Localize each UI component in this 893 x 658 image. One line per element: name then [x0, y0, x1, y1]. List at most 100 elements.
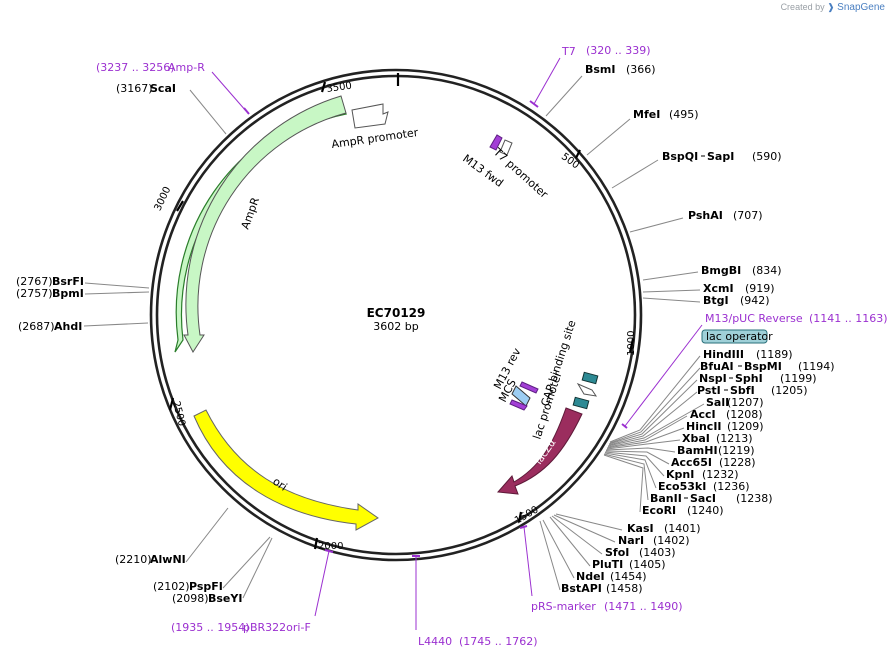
site-pos: (2102) [153, 580, 190, 593]
site-pos: (366) [626, 63, 656, 76]
site-name-2: SapI [707, 150, 734, 163]
site-pos: (1458) [606, 582, 643, 595]
ahdi-leader [83, 322, 149, 327]
site-name: BanII [650, 492, 682, 505]
site-pos: (1199) [780, 372, 817, 385]
site-pos: (1240) [687, 504, 724, 517]
site-pos: (3167) [116, 82, 153, 95]
lac-promoter-mark [576, 382, 598, 397]
site-pos: (1402) [653, 534, 690, 547]
site-pos: (1219) [718, 444, 755, 457]
eco53ki-leader [604, 452, 657, 489]
hindiii-leader [609, 355, 701, 443]
kpni-leader [604, 451, 665, 477]
pluti-leader [549, 516, 591, 567]
m13-rev-mark-2 [509, 399, 528, 411]
tick-label-3000: 3000 [153, 185, 174, 213]
alwni-leader [185, 507, 229, 563]
site-pos: (1194) [798, 360, 835, 373]
site-name: BstAPI [561, 582, 602, 595]
site-name-2: SacI [690, 492, 716, 505]
site-pos: (1213) [716, 432, 753, 445]
site-name: EcoRI [642, 504, 676, 517]
prs-primer-mark [519, 525, 528, 529]
lac-operator-mark [572, 396, 590, 410]
tick-label-2000: 2000 [318, 541, 343, 552]
site-pos: (2210) [115, 553, 152, 566]
t7-primer-range: (320 .. 339) [586, 44, 651, 57]
m13puc-primer-range: (1141 .. 1163) [809, 312, 888, 325]
acci-leader [607, 415, 688, 448]
site-pos: (1209) [727, 420, 764, 433]
site-name: NarI [618, 534, 644, 547]
ori-arrow [193, 409, 379, 531]
tick-label-3500: 3500 [326, 81, 353, 95]
ampr-arrow [183, 95, 347, 353]
ampr-primer-range: (3237 .. 3256) [96, 61, 175, 74]
bpmi-leader [84, 291, 150, 295]
ndei-leader [542, 519, 575, 579]
mcs-site-leaders [603, 355, 705, 513]
site-name-2: BspMI [744, 360, 782, 373]
psti-leader [608, 391, 698, 446]
l4440-primer-range: (1745 .. 1762) [459, 635, 538, 648]
pbr-leader [314, 550, 330, 617]
primer-labels: T7 (320 .. 339) (3237 .. 3256) Amp-R M13… [96, 44, 888, 648]
sfoi-leader [551, 515, 603, 555]
bseyi-leader [242, 537, 273, 599]
plasmid-name: EC70129 [367, 306, 426, 320]
site-name: HindIII [703, 348, 744, 361]
ampr-leader [211, 71, 247, 112]
site-pos: (834) [752, 264, 782, 277]
site-pos: (707) [733, 209, 763, 222]
pshai-leader [629, 217, 684, 233]
site-pos: (2098) [172, 592, 209, 605]
plasmid-length: 3602 bp [373, 320, 418, 333]
site-pos: (1207) [727, 396, 764, 409]
site-pos: (2687) [18, 320, 55, 333]
bamhi-leader [605, 447, 676, 453]
cap-site-mark [581, 371, 599, 385]
site-name: BspQI [662, 150, 698, 163]
site-name: BfuAI [700, 360, 734, 373]
site-name: BpmI [52, 287, 84, 300]
site-pos: (1454) [610, 570, 647, 583]
site-name: Eco53kI [658, 480, 706, 493]
tick-label-1000: 1000 [626, 331, 637, 356]
site-pos: (1238) [736, 492, 773, 505]
site-name: NdeI [576, 570, 605, 583]
site-name: AlwNI [150, 553, 186, 566]
site-name: PspFI [189, 580, 223, 593]
ampr-promoter-arrow [351, 103, 389, 129]
site-name-2: SbfI [730, 384, 755, 397]
lac-operator-label: lac operator [706, 330, 773, 343]
bspqi-leader [611, 159, 659, 189]
site-name: SalI [706, 396, 729, 409]
bstapi-leader [539, 520, 561, 591]
prs-leader [523, 526, 533, 597]
m13puc-leader [624, 324, 703, 427]
sali-leader [607, 403, 705, 447]
sites-right: BsmI (366) MfeI (495) BspQI SapI (590) P… [585, 63, 782, 307]
site-name-dashes [684, 155, 742, 499]
site-pos: (942) [740, 294, 770, 307]
primer-leaders [211, 57, 703, 630]
pbr-primer-range: (1935 .. 1954) [171, 621, 250, 634]
prs-primer-range: (1471 .. 1490) [604, 600, 683, 613]
pspfi-leader [222, 536, 271, 589]
site-pos: (1205) [771, 384, 808, 397]
bmgbi-leader [642, 271, 699, 281]
lacz-arrow [496, 407, 583, 495]
backbone-inner [155, 74, 637, 556]
nspi-leader [608, 379, 698, 445]
mfei-leader [586, 118, 631, 156]
ampr-label: AmpR [239, 195, 263, 231]
xcmi-leader [642, 289, 701, 293]
m13puc-primer-name: M13/pUC Reverse [705, 312, 803, 325]
tick-2500 [168, 397, 175, 411]
site-name: PluTI [592, 558, 623, 571]
bsrfi-leader [84, 282, 150, 289]
site-name-2: SphI [735, 372, 763, 385]
site-leaders [83, 75, 701, 599]
kasi-leader [555, 513, 623, 531]
